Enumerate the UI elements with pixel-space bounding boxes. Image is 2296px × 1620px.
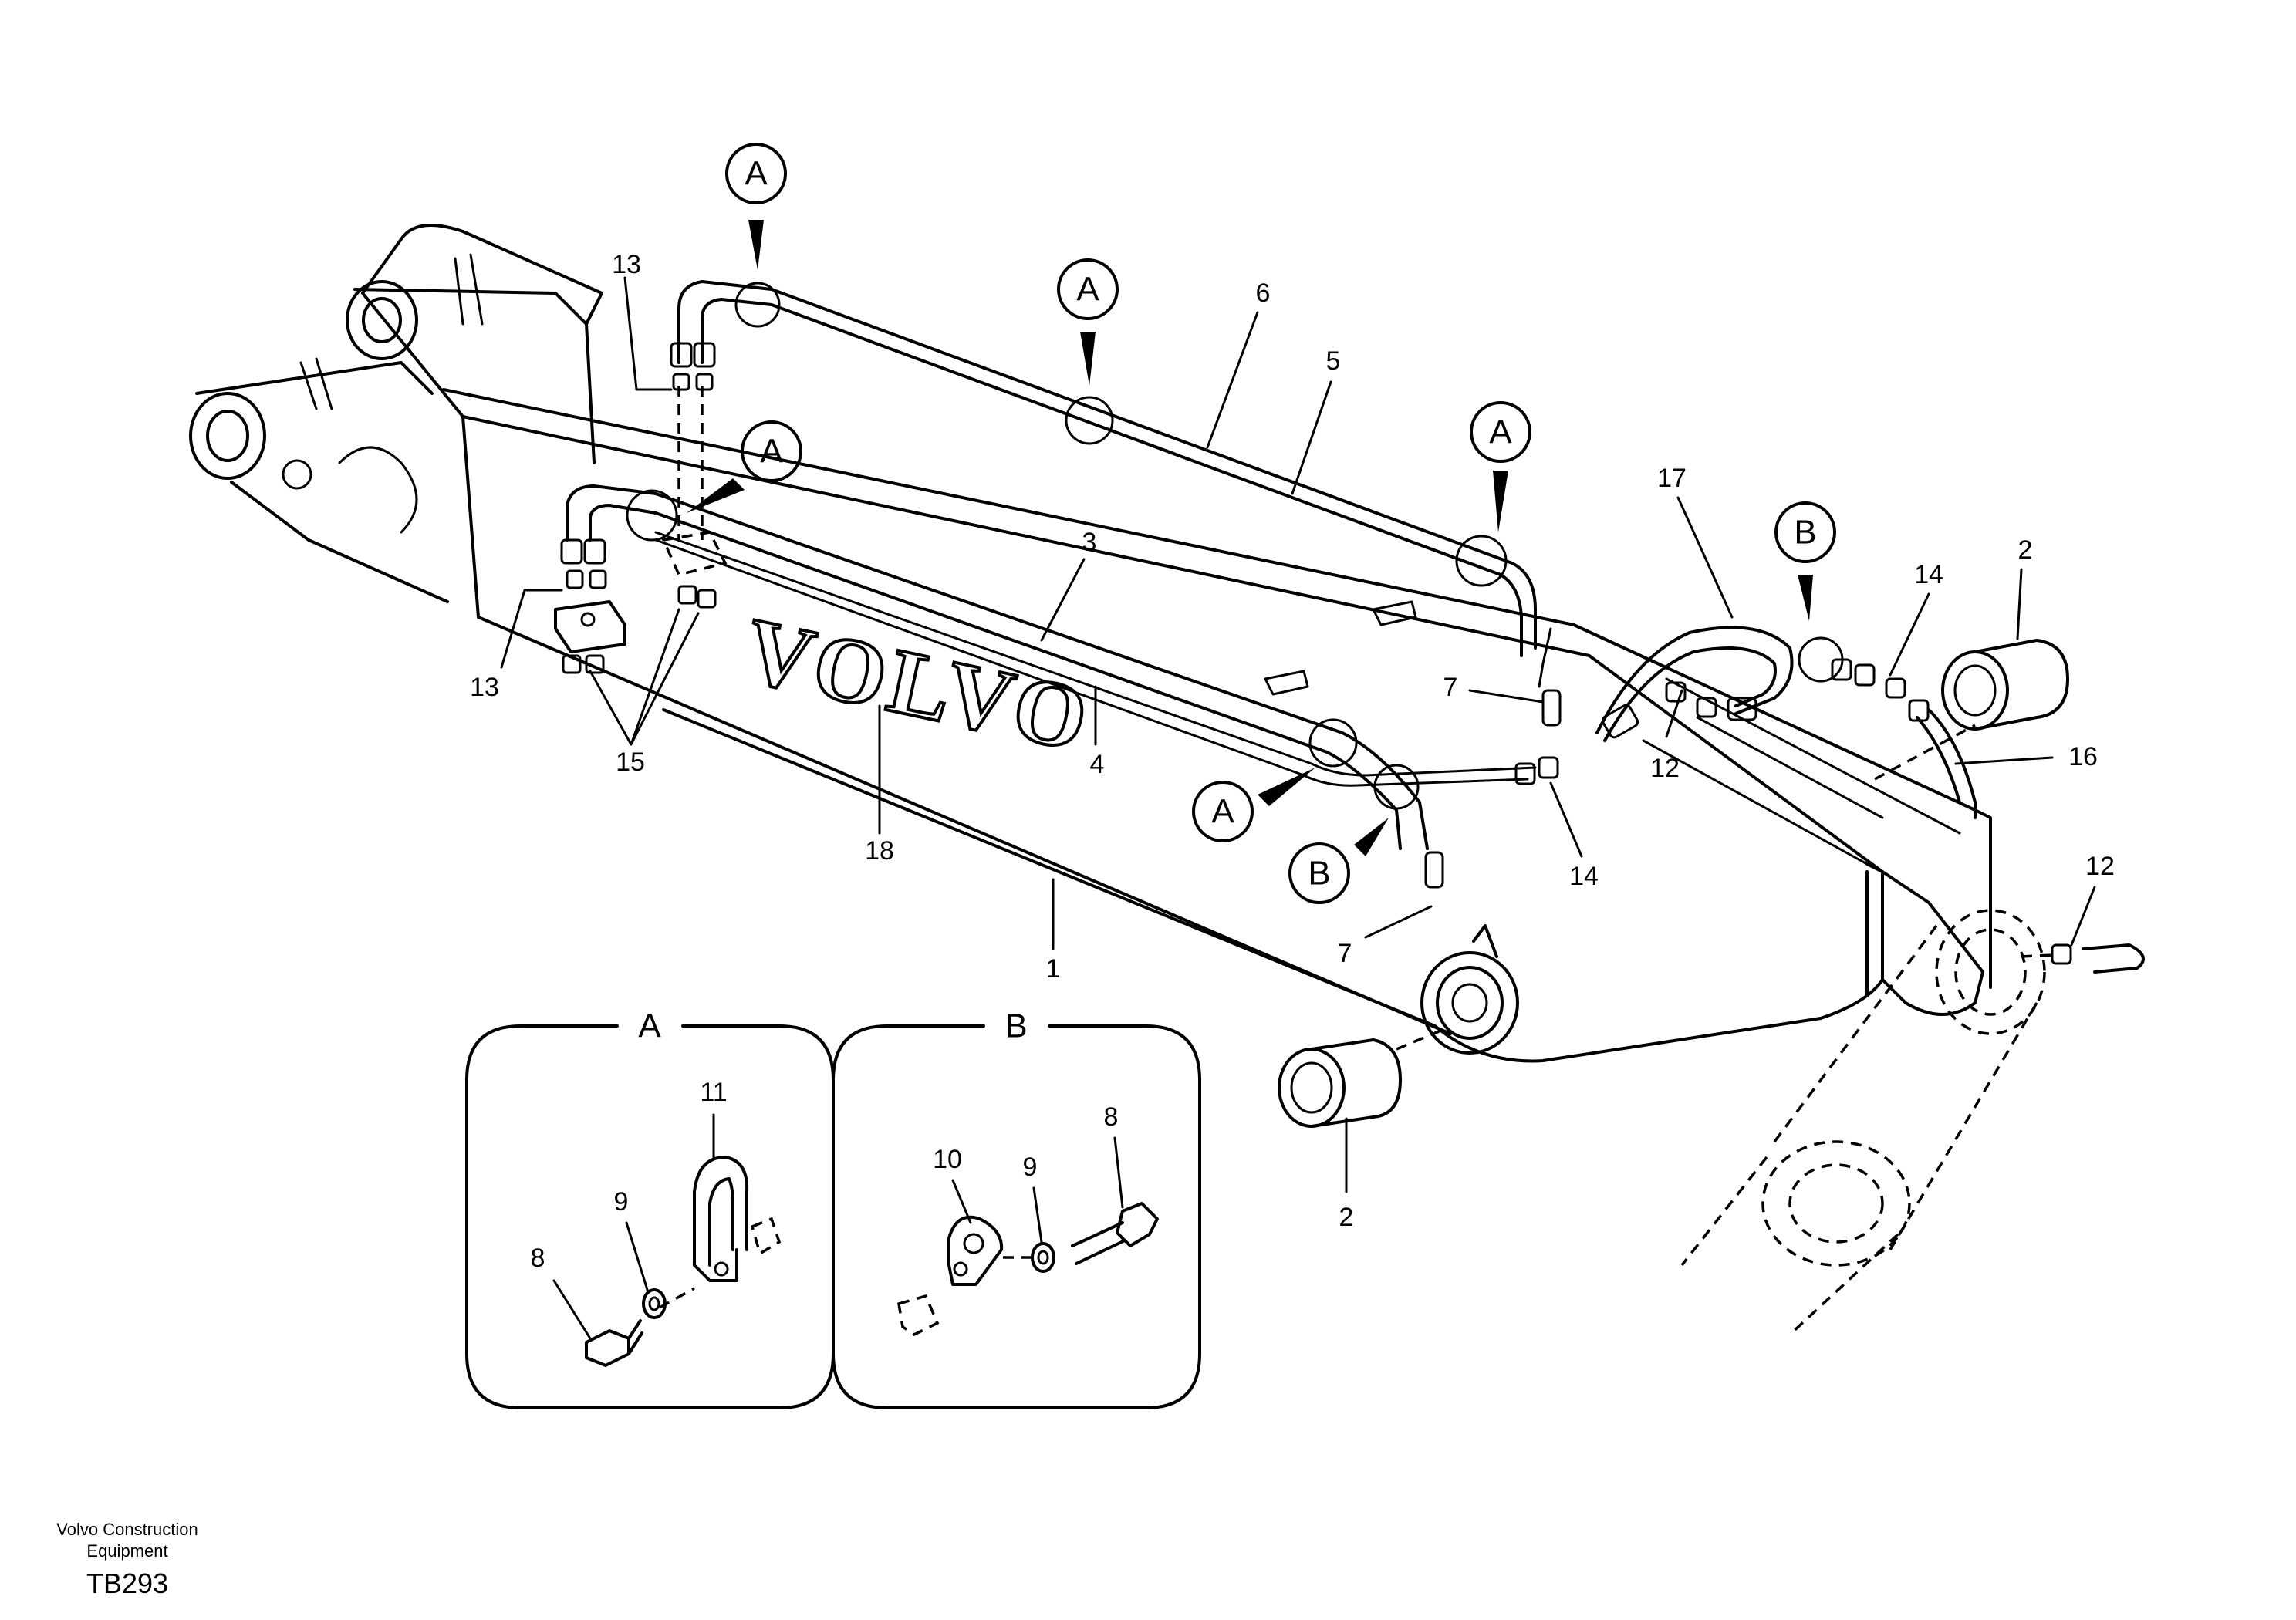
marker-a-3: A <box>1489 413 1512 451</box>
marker-a-4: A <box>760 433 783 471</box>
callout-14-upper: 14 <box>1914 560 1943 589</box>
rear-pin-boss <box>1420 924 1519 1055</box>
bushing-axis-right <box>1874 724 1976 781</box>
callout-3: 3 <box>1082 528 1097 557</box>
callout-7-upper: 7 <box>1443 673 1458 702</box>
callout-15: 15 <box>616 748 645 777</box>
detail-a-callout-11: 11 <box>700 1078 727 1107</box>
rear-fittings <box>1514 658 2145 974</box>
callout-5: 5 <box>1326 346 1341 376</box>
callout-2-bottom: 2 <box>1339 1203 1354 1232</box>
detail-b-panel: B 10 9 8 <box>832 1007 1201 1409</box>
callout-12-mid: 12 <box>1650 754 1680 783</box>
front-fittings <box>554 342 728 674</box>
pipe-clips-on-boom <box>1264 600 1552 696</box>
callouts: 1 2 2 3 4 5 6 7 7 12 12 13 13 <box>470 250 2115 1232</box>
callout-17: 17 <box>1657 464 1687 493</box>
bushing-axis-bottom <box>1396 1028 1443 1051</box>
bushing-bottom <box>1278 1038 1402 1128</box>
marker-a-2: A <box>1076 271 1099 309</box>
detail-b-callout-10: 10 <box>933 1145 962 1174</box>
company-name-line1: Volvo Construction <box>56 1520 198 1539</box>
detail-a-callout-8: 8 <box>531 1244 545 1273</box>
footer: Volvo Construction Equipment TB293 <box>56 1520 198 1599</box>
phantom-cylinder <box>1680 909 2046 1336</box>
boom-arm <box>361 224 1992 1063</box>
detail-b-callout-9: 9 <box>1023 1153 1038 1182</box>
detail-a-callout-9: 9 <box>614 1187 629 1217</box>
callout-14-lower: 14 <box>1569 862 1599 891</box>
callout-2-right: 2 <box>2018 535 2033 565</box>
boom-foot-eye-right <box>299 253 588 410</box>
callout-6: 6 <box>1256 278 1271 308</box>
hydraulic-pipes <box>566 280 1977 889</box>
callout-7-lower: 7 <box>1338 939 1352 968</box>
callout-18: 18 <box>865 836 894 866</box>
callout-16: 16 <box>2068 742 2098 771</box>
detail-b-callout-8: 8 <box>1104 1102 1119 1132</box>
callout-1: 1 <box>1046 954 1061 984</box>
callout-4: 4 <box>1090 750 1105 779</box>
callout-12-right: 12 <box>2085 852 2115 881</box>
callout-13-top: 13 <box>612 250 641 279</box>
detail-b-title: B <box>1004 1007 1027 1045</box>
company-name-line2: Equipment <box>86 1541 167 1561</box>
callout-13-lower: 13 <box>470 673 499 702</box>
detail-a-panel: A 11 9 8 <box>465 1007 835 1409</box>
marker-a-5: A <box>1211 793 1234 831</box>
boom-foot-eye-left <box>189 361 449 603</box>
marker-a-1: A <box>745 155 768 193</box>
figure-code: TB293 <box>86 1568 168 1599</box>
detail-a-title: A <box>638 1007 661 1045</box>
detail-markers: A A A A A B B <box>626 143 1844 904</box>
marker-b-2: B <box>1308 855 1330 893</box>
marker-b-1: B <box>1794 514 1816 552</box>
bushing-right <box>1941 639 2069 731</box>
